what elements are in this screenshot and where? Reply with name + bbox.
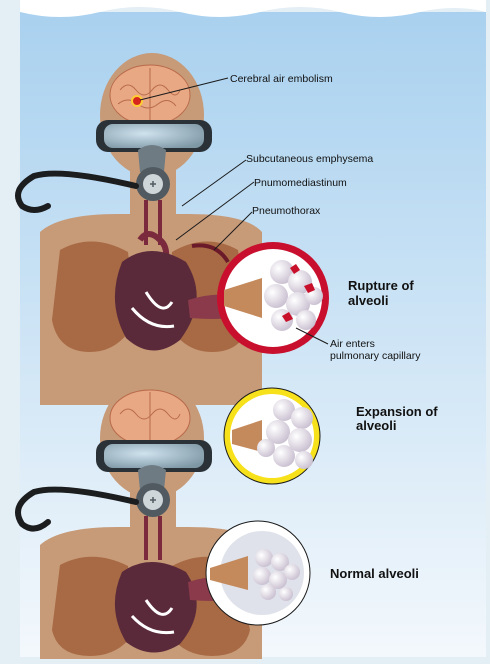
- label-pneumothorax: Pneumothorax: [252, 205, 321, 217]
- rupture-alveoli-inset: [217, 242, 329, 354]
- label-air-enters-line1: Air enters: [330, 338, 375, 350]
- label-cerebral-air-embolism: Cerebral air embolism: [230, 73, 333, 85]
- label-expansion-line2: alveoli: [356, 418, 396, 433]
- embolism-dot: [132, 96, 142, 106]
- normal-alveoli-inset: [206, 521, 310, 625]
- label-normal-alveoli: Normal alveoli: [330, 566, 419, 581]
- label-air-enters-line2: pulmonary capillary: [330, 350, 421, 362]
- expansion-alveoli-inset: [224, 388, 320, 484]
- label-rupture-line2: alveoli: [348, 293, 388, 308]
- label-expansion-line1: Expansion of: [356, 404, 438, 419]
- mask-lens-bottom: [104, 444, 204, 468]
- label-pnumomediastinum: Pnumomediastinum: [254, 177, 347, 189]
- mask-lens-top: [104, 124, 204, 148]
- label-subcutaneous-emphysema: Subcutaneous emphysema: [246, 153, 373, 165]
- label-rupture-line1: Rupture of: [348, 278, 414, 293]
